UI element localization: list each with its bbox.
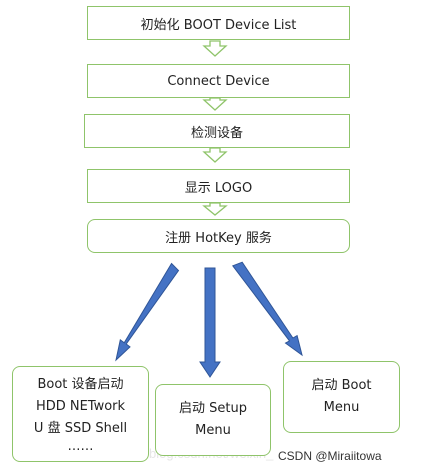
- step-register-hotkey: 注册 HotKey 服务: [87, 219, 350, 253]
- branch-boot-menu: 启动 Boot Menu: [283, 361, 400, 433]
- down-arrow-icon: [202, 147, 228, 163]
- branch-setup-menu: 启动 Setup Menu: [155, 384, 271, 456]
- step-label: 初始化 BOOT Device List: [140, 17, 297, 33]
- watermark: CSDN @Miraiitowa: [278, 449, 382, 463]
- branch-line: 启动 Boot: [311, 378, 372, 393]
- step-label: Connect Device: [167, 73, 270, 89]
- branch-line: 启动 Setup: [179, 401, 247, 416]
- branch-arrow-middle-icon: [199, 267, 221, 378]
- branch-line: Menu: [195, 423, 231, 438]
- down-arrow-icon: [202, 97, 228, 111]
- step-label: 注册 HotKey 服务: [165, 230, 272, 246]
- branch-line: HDD NETwork: [35, 399, 126, 414]
- branch-line: Boot 设备启动: [37, 377, 124, 392]
- branch-line: Menu: [323, 400, 360, 415]
- step-label: 检测设备: [190, 125, 243, 141]
- step-init-boot-device-list: 初始化 BOOT Device List: [87, 6, 350, 40]
- down-arrow-icon: [202, 40, 228, 57]
- branch-line: ……: [67, 439, 94, 454]
- step-detect-device: 检测设备: [84, 114, 350, 148]
- step-label: 显示 LOGO: [184, 180, 253, 196]
- branch-line: U 盘 SSD Shell: [33, 421, 128, 436]
- down-arrow-icon: [202, 202, 228, 216]
- branch-arrow-left-icon: [115, 262, 180, 362]
- branch-boot-device: Boot 设备启动 HDD NETwork U 盘 SSD Shell ……: [12, 366, 149, 462]
- branch-arrow-right-icon: [232, 261, 303, 357]
